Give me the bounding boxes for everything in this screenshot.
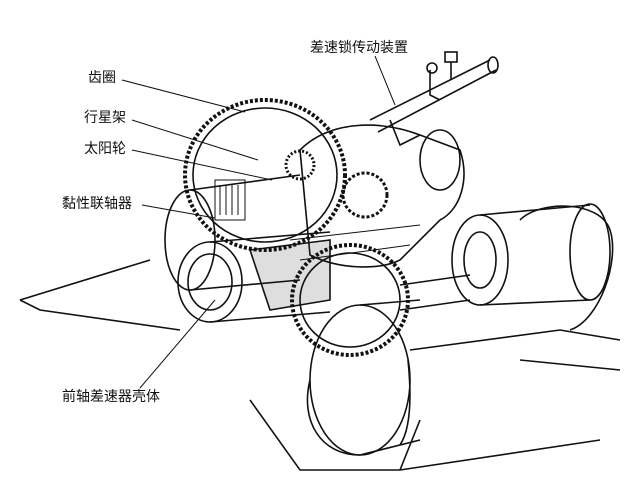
- label-housing: 前轴差速器壳体: [62, 389, 160, 405]
- leader-diff-lock: [374, 55, 396, 106]
- label-diff-lock: 差速锁传动装置: [310, 40, 408, 56]
- center-differential: [248, 124, 465, 311]
- diff-lock-linkage: [369, 51, 499, 147]
- leader-sun-gear: [131, 149, 273, 181]
- label-sun-gear: 太阳轮: [84, 141, 126, 157]
- leader-lines: [121, 55, 396, 389]
- label-ring-gear: 齿圈: [88, 70, 116, 86]
- viscous-coupling: [164, 174, 331, 323]
- label-planet-carrier: 行星架: [84, 110, 126, 126]
- leader-viscous-coupling: [141, 204, 216, 219]
- lower-cylinder: [306, 299, 421, 456]
- leader-ring-gear: [121, 79, 246, 113]
- label-viscous-coupling: 黏性联轴器: [62, 196, 132, 212]
- chassis-outline: [19, 259, 621, 471]
- ring-gear: [183, 98, 347, 252]
- right-axle: [399, 203, 614, 331]
- leader-housing: [139, 299, 216, 389]
- leader-planet-carrier: [131, 119, 259, 161]
